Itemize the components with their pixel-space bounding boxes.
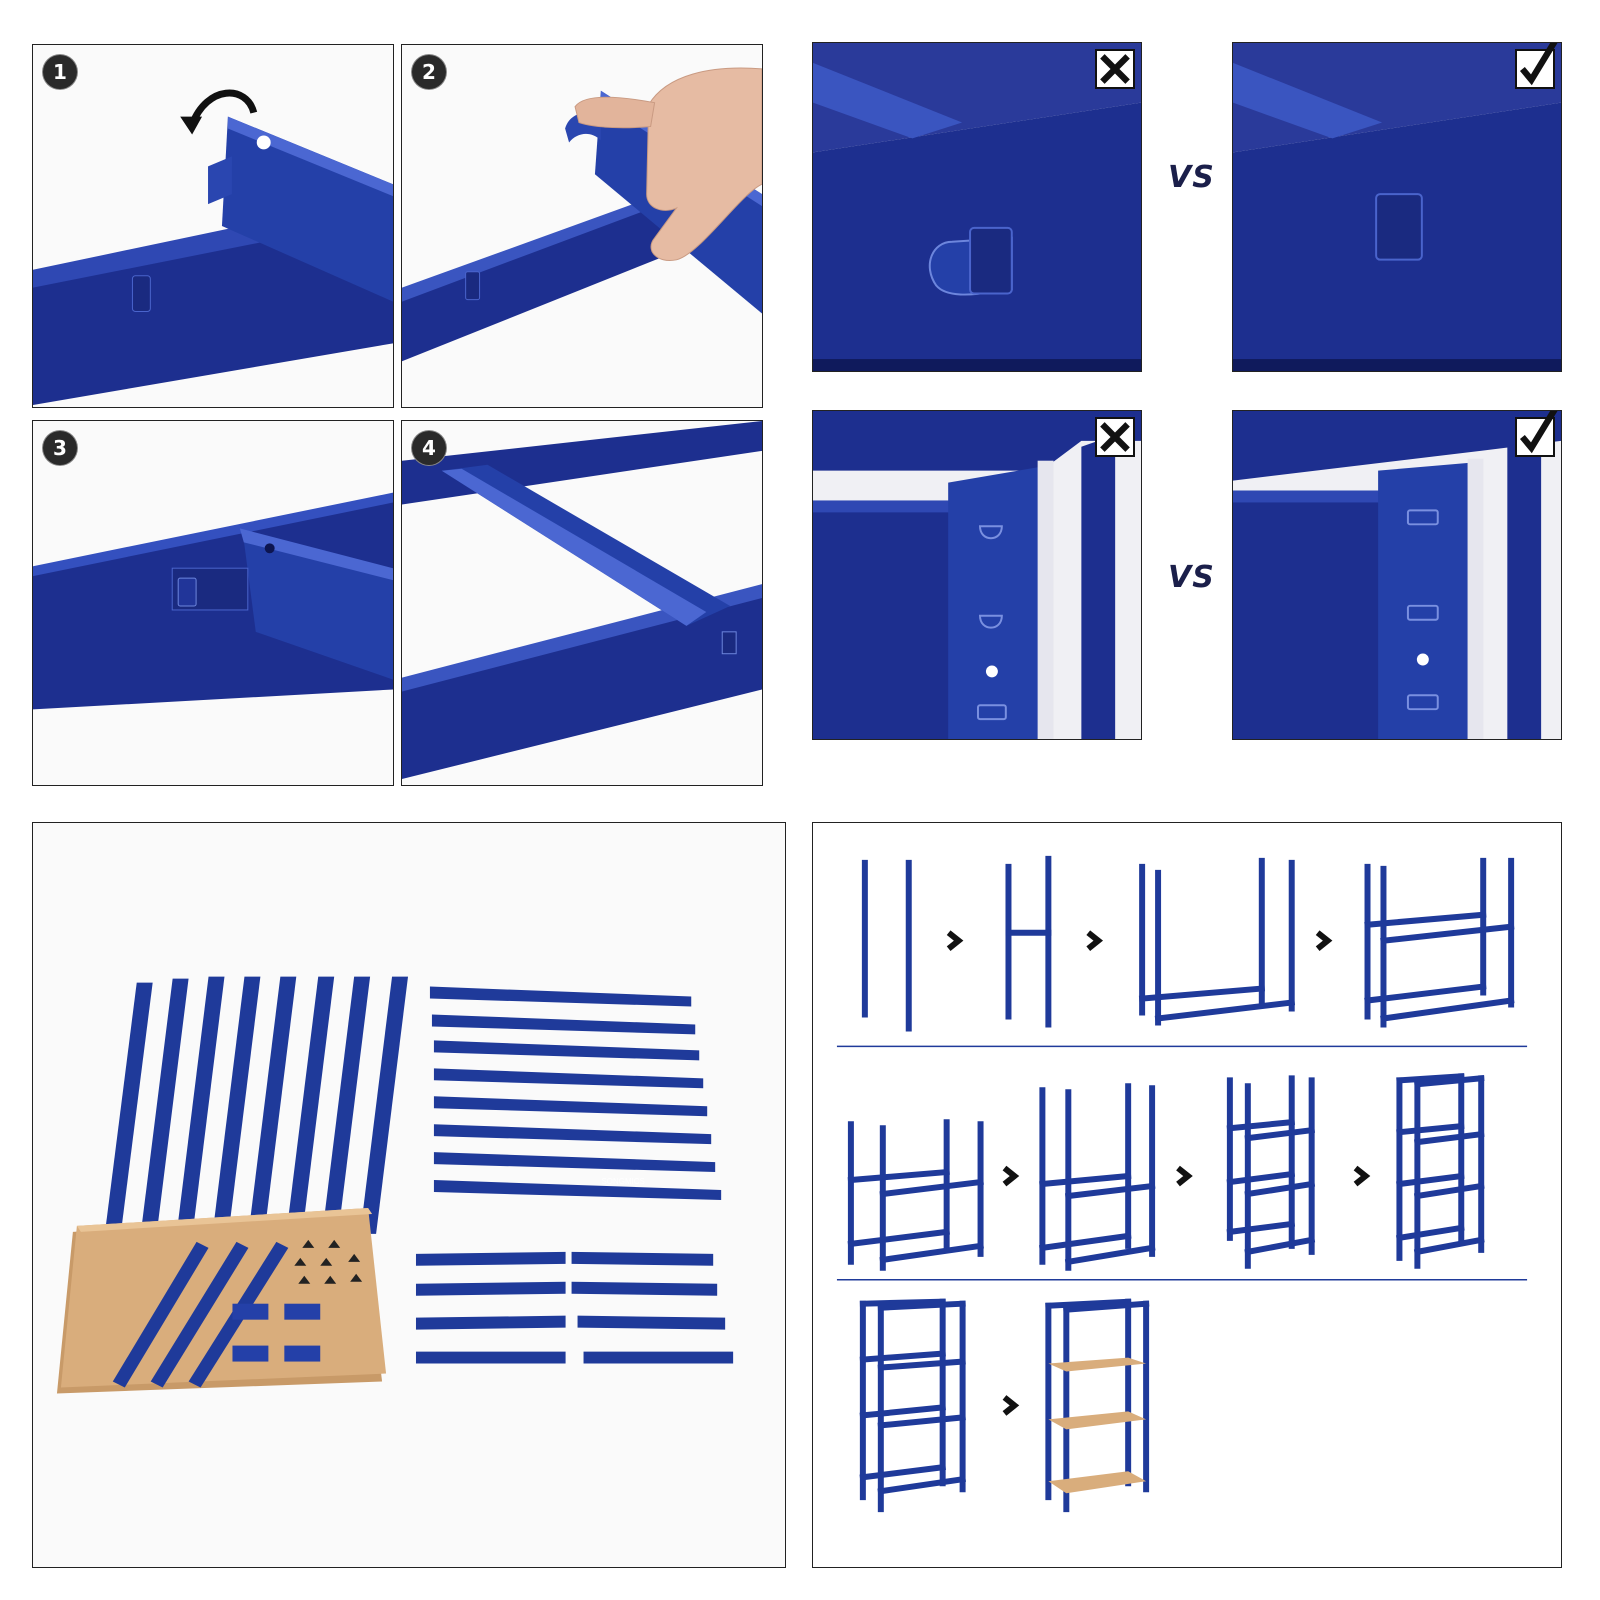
parts-panel: SONGMICS: [32, 822, 786, 1568]
corner-correct-panel: [1232, 410, 1562, 740]
step-3-illustration: [33, 421, 393, 785]
chevron-right-icon: [1353, 1165, 1371, 1187]
chevron-right-icon: [1315, 930, 1333, 951]
checkmark-icon: [1515, 43, 1558, 89]
hook-correct-panel: [1232, 42, 1562, 372]
assembly-stage-7: [1226, 1075, 1316, 1269]
corner-wrong-illustration: [813, 411, 1141, 739]
brand-label: SONGMICS: [601, 1177, 644, 1186]
long-beams-group: [429, 986, 722, 1200]
short-beams-group: [415, 1251, 734, 1364]
step-number-badge: 1: [43, 55, 77, 89]
cross-icon: [1095, 49, 1135, 89]
step-3-panel: 3: [32, 420, 394, 786]
hook-correct-illustration: [1233, 43, 1561, 371]
checkmark-icon: [1515, 411, 1558, 457]
step-2-illustration: [402, 45, 762, 407]
step-2-panel: 2: [401, 44, 763, 408]
hand-icon: [574, 67, 762, 261]
uprights-group: [104, 976, 409, 1234]
hook-wrong-panel: [812, 42, 1142, 372]
final-boards: [1048, 1357, 1147, 1494]
chevron-right-icon: [1002, 1395, 1020, 1416]
assembly-sequence-illustration: [813, 823, 1561, 1567]
chevron-right-icon: [1086, 930, 1104, 951]
curved-arrow-icon: [180, 89, 258, 135]
step-4-panel: 4: [401, 420, 763, 786]
step-number-badge: 2: [412, 55, 446, 89]
cross-icon: [1095, 417, 1135, 457]
step-number-badge: 4: [412, 431, 446, 465]
corner-correct-illustration: [1233, 411, 1561, 739]
assembly-stage-3: [1138, 857, 1296, 1026]
parts-illustration: SONGMICS: [33, 823, 785, 1567]
assembly-stage-1: [861, 859, 912, 1032]
assembly-sequence-panel: [812, 822, 1562, 1568]
assembly-stage-8: [1395, 1073, 1485, 1269]
step-4-illustration: [402, 421, 762, 785]
vs-label: VS: [1168, 560, 1215, 595]
assembly-stage-10: [1045, 1298, 1150, 1513]
chevron-right-icon: [1176, 1165, 1193, 1187]
assembly-stage-2: [1005, 855, 1052, 1028]
hook-wrong-illustration: [813, 43, 1141, 371]
step-1-illustration: [33, 45, 393, 407]
chevron-right-icon: [946, 930, 964, 951]
assembly-stage-5: [847, 1119, 984, 1271]
assembly-stage-9: [859, 1298, 966, 1513]
assembly-stage-4: [1364, 857, 1515, 1028]
chevron-right-icon: [1002, 1165, 1020, 1187]
corner-wrong-panel: [812, 410, 1142, 740]
step-1-panel: 1: [32, 44, 394, 408]
vs-label: VS: [1168, 160, 1215, 195]
boards-group: [56, 1207, 387, 1394]
assembly-stage-6: [1039, 1083, 1156, 1271]
step-number-badge: 3: [43, 431, 77, 465]
